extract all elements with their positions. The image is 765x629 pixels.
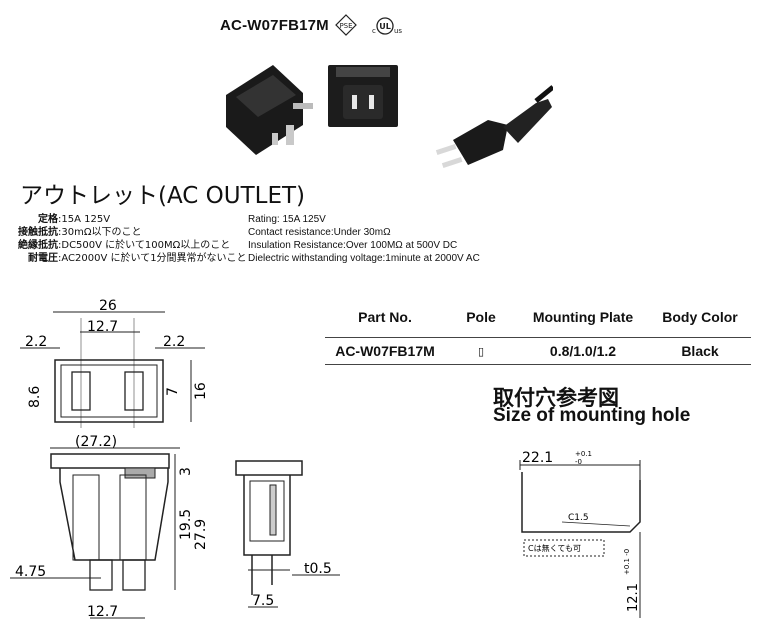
dim-body-width: (27.2) bbox=[75, 434, 117, 450]
mounting-hole-title-en: Size of mounting hole bbox=[493, 405, 691, 426]
col-part-no: Part No. bbox=[325, 297, 445, 338]
cell-plate: 0.8/1.0/1.2 bbox=[517, 337, 649, 365]
cert-marks: PSE UL c us bbox=[335, 14, 402, 36]
col-mounting-plate: Mounting Plate bbox=[517, 297, 649, 338]
spec-label: 定格 bbox=[38, 214, 58, 225]
dim-terminal-thickness: t0.5 bbox=[304, 561, 332, 577]
dim-top: 3 bbox=[178, 467, 194, 476]
mounting-hole-title-jp: 取付穴参考図 bbox=[493, 386, 619, 410]
spec-label: 接触抵抗 bbox=[18, 227, 58, 238]
model-title: AC-W07FB17M bbox=[220, 17, 329, 34]
section-heading: アウトレット(AC OUTLET) bbox=[20, 183, 306, 209]
plug-photo bbox=[435, 85, 553, 168]
hole-width-label: 22.1 bbox=[522, 450, 553, 466]
svg-text:UL: UL bbox=[379, 22, 391, 31]
corner-note: Cは無くても可 bbox=[528, 543, 581, 553]
col-body-color: Body Color bbox=[649, 297, 751, 338]
spec-jp-row: 絶縁抵抗:DC500V に於いて100MΩ以上のこと bbox=[4, 239, 247, 252]
spec-jp-row: 定格:15A 125V bbox=[4, 213, 247, 226]
svg-text:c: c bbox=[372, 27, 376, 35]
svg-text:PSE: PSE bbox=[339, 22, 352, 30]
spec-en-row: Rating: 15A 125V bbox=[248, 214, 326, 225]
svg-text:+0.1: +0.1 bbox=[575, 450, 592, 458]
cell-pole: ▯ bbox=[445, 337, 517, 365]
pse-mark-icon: PSE bbox=[335, 14, 357, 36]
parts-table: Part No. Pole Mounting Plate Body Color … bbox=[325, 297, 751, 365]
spec-en-row: Dielectric withstanding voltage:1minute … bbox=[248, 253, 480, 264]
spec-en-row: Contact resistance:Under 30mΩ bbox=[248, 227, 391, 238]
spec-jp-row: 耐電圧:AC2000V に於いて1分間異常がないこと bbox=[4, 252, 247, 265]
product-photos bbox=[226, 65, 553, 168]
dim-pin-offset: 4.75 bbox=[15, 564, 46, 580]
specs-jp: 定格:15A 125V 接触抵抗:30mΩ以下のこと 絶縁抵抗:DC500V に… bbox=[4, 213, 247, 265]
svg-text:us: us bbox=[394, 27, 402, 35]
dim-depth2: 27.9 bbox=[193, 519, 209, 550]
spec-value: 15A 125V bbox=[61, 214, 111, 225]
corner-label: C1.5 bbox=[568, 513, 589, 523]
cul-mark-icon: UL c us bbox=[372, 17, 402, 35]
dim-overall-height: 16 bbox=[193, 382, 209, 400]
end-view-drawing: t0.5 7.5 bbox=[235, 460, 340, 609]
dim-left-margin: 2.2 bbox=[25, 334, 47, 350]
spec-value: DC500V に於いて100MΩ以上のこと bbox=[61, 240, 231, 251]
dim-pin-span-side: 12.7 bbox=[87, 604, 118, 620]
svg-text:+0.1 -0: +0.1 -0 bbox=[623, 549, 631, 575]
dim-slot-inner: 7 bbox=[165, 387, 181, 396]
outlet-photo-side bbox=[226, 65, 313, 155]
spec-label: 絶縁抵抗 bbox=[18, 240, 58, 251]
dim-depth1: 19.5 bbox=[178, 509, 194, 540]
side-view-drawing: (27.2) 3 19.5 27.9 4.75 12.7 bbox=[10, 434, 209, 620]
outlet-photo-front bbox=[328, 65, 398, 127]
mounting-hole-drawing: 22.1 +0.1 -0 C1.5 Cは無くても可 12.1 +0.1 -0 bbox=[519, 450, 641, 618]
specs-en: Rating: 15A 125V Contact resistance:Unde… bbox=[248, 213, 480, 265]
cell-part-no: AC-W07FB17M bbox=[325, 337, 445, 365]
table-row: AC-W07FB17M ▯ 0.8/1.0/1.2 Black bbox=[325, 337, 751, 365]
front-view-drawing: 26 12.7 2.2 2.2 8.6 7 16 bbox=[20, 298, 209, 428]
spec-jp-row: 接触抵抗:30mΩ以下のこと bbox=[4, 226, 247, 239]
dim-overall-width: 26 bbox=[99, 298, 117, 314]
spec-value: 30mΩ以下のこと bbox=[61, 227, 142, 238]
hole-height-label: 12.1 bbox=[626, 583, 641, 612]
spec-en-row: Insulation Resistance:Over 100MΩ at 500V… bbox=[248, 240, 458, 251]
col-pole: Pole bbox=[445, 297, 517, 338]
cell-color: Black bbox=[649, 337, 751, 365]
dim-terminal-span: 7.5 bbox=[252, 593, 274, 609]
svg-text:-0: -0 bbox=[575, 458, 582, 466]
spec-value: AC2000V に於いて1分間異常がないこと bbox=[61, 253, 247, 264]
table-header-row: Part No. Pole Mounting Plate Body Color bbox=[325, 297, 751, 338]
spec-label: 耐電圧 bbox=[28, 253, 58, 264]
dim-pin-span: 12.7 bbox=[87, 319, 118, 335]
dim-slot-height: 8.6 bbox=[27, 386, 43, 408]
dim-right-margin: 2.2 bbox=[163, 334, 185, 350]
